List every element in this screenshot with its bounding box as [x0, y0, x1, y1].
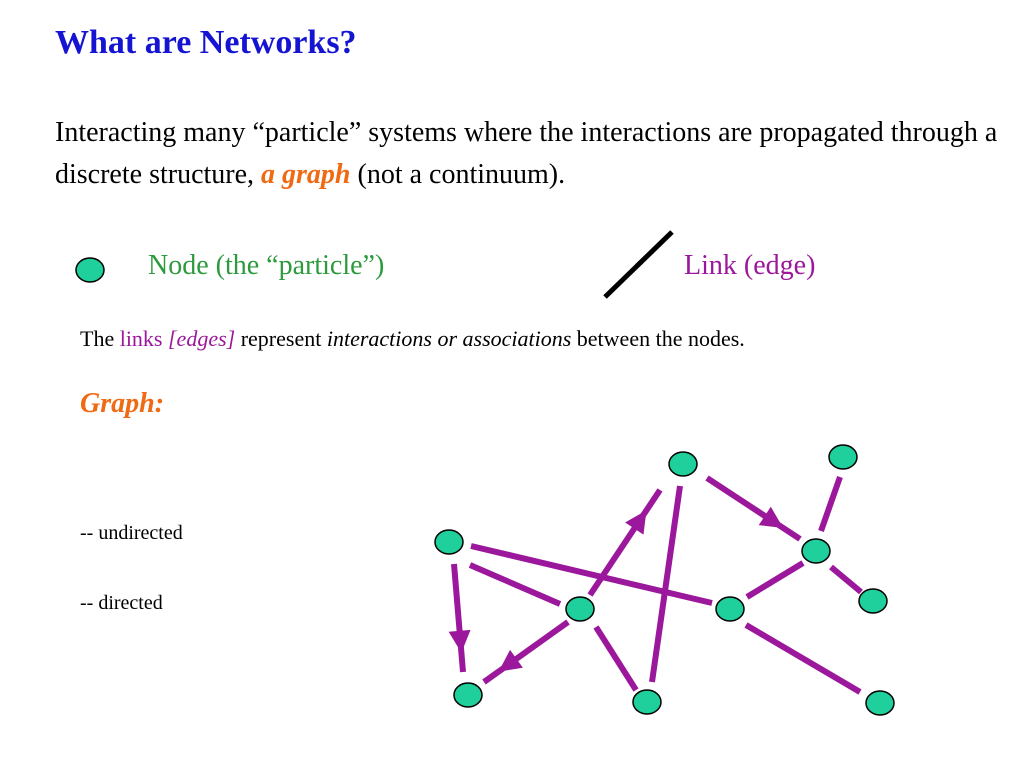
graph-node-i: [858, 588, 888, 614]
graph-node-g: [801, 538, 831, 564]
edge-g-i: [829, 564, 863, 595]
graph-node-h: [828, 444, 858, 470]
edge-d-f: [593, 625, 639, 692]
graph-nodes: [434, 444, 895, 716]
edge-d-c-directed: [482, 619, 570, 685]
graph-node-b: [668, 451, 698, 477]
bullet-directed: -- directed: [80, 592, 163, 614]
edge-b-g-directed-arrowhead: [758, 506, 784, 528]
graph-node-e: [715, 596, 745, 622]
edge-a-d: [468, 562, 562, 607]
graph-node-c: [453, 682, 483, 708]
edge-d-b-directed-arrowhead: [625, 510, 647, 535]
edge-b-g-directed: [705, 475, 802, 542]
edge-a-e: [470, 543, 713, 606]
sentence-part: represent: [240, 326, 322, 351]
sentence-part: between the nodes.: [576, 326, 745, 351]
intro-emphasis: a graph: [261, 159, 351, 190]
edge-a-c-directed-arrowhead: [448, 629, 471, 653]
intro-text-end: (not a continuum).: [357, 159, 566, 190]
graph-node-d: [565, 596, 595, 622]
legend-node-icon: [75, 257, 105, 283]
edge-d-b-directed: [587, 488, 663, 597]
edge-e-j: [744, 622, 862, 695]
bullet-undirected: -- undirected: [80, 522, 183, 544]
sentence-links: links: [119, 326, 163, 351]
intro-paragraph: Interacting many “particle” systems wher…: [55, 112, 1015, 196]
graph-node-f: [632, 689, 662, 715]
intro-text: Interacting many “particle” systems wher…: [55, 117, 998, 190]
graph-node-a: [434, 529, 464, 555]
edge-d-c-directed-arrowhead: [498, 649, 523, 672]
graph-edges: [448, 475, 863, 695]
node-legend-label: Node (the “particle”): [148, 250, 385, 281]
edge-h-g: [818, 476, 843, 532]
links-sentence: The links [edges] represent interactions…: [80, 326, 745, 352]
edge-b-f: [649, 485, 683, 683]
link-legend-label: Link (edge): [684, 250, 816, 281]
graph-label: Graph:: [80, 388, 165, 419]
page-title: What are Networks?: [55, 24, 357, 61]
sentence-part: The: [80, 326, 115, 351]
sentence-edges: [edges]: [168, 326, 236, 351]
edge-e-g: [745, 560, 805, 600]
sentence-interactions: interactions or associations: [326, 326, 572, 351]
edge-a-c-directed: [451, 563, 466, 673]
legend-link-icon: [603, 230, 674, 299]
graph-node-j: [865, 690, 895, 716]
